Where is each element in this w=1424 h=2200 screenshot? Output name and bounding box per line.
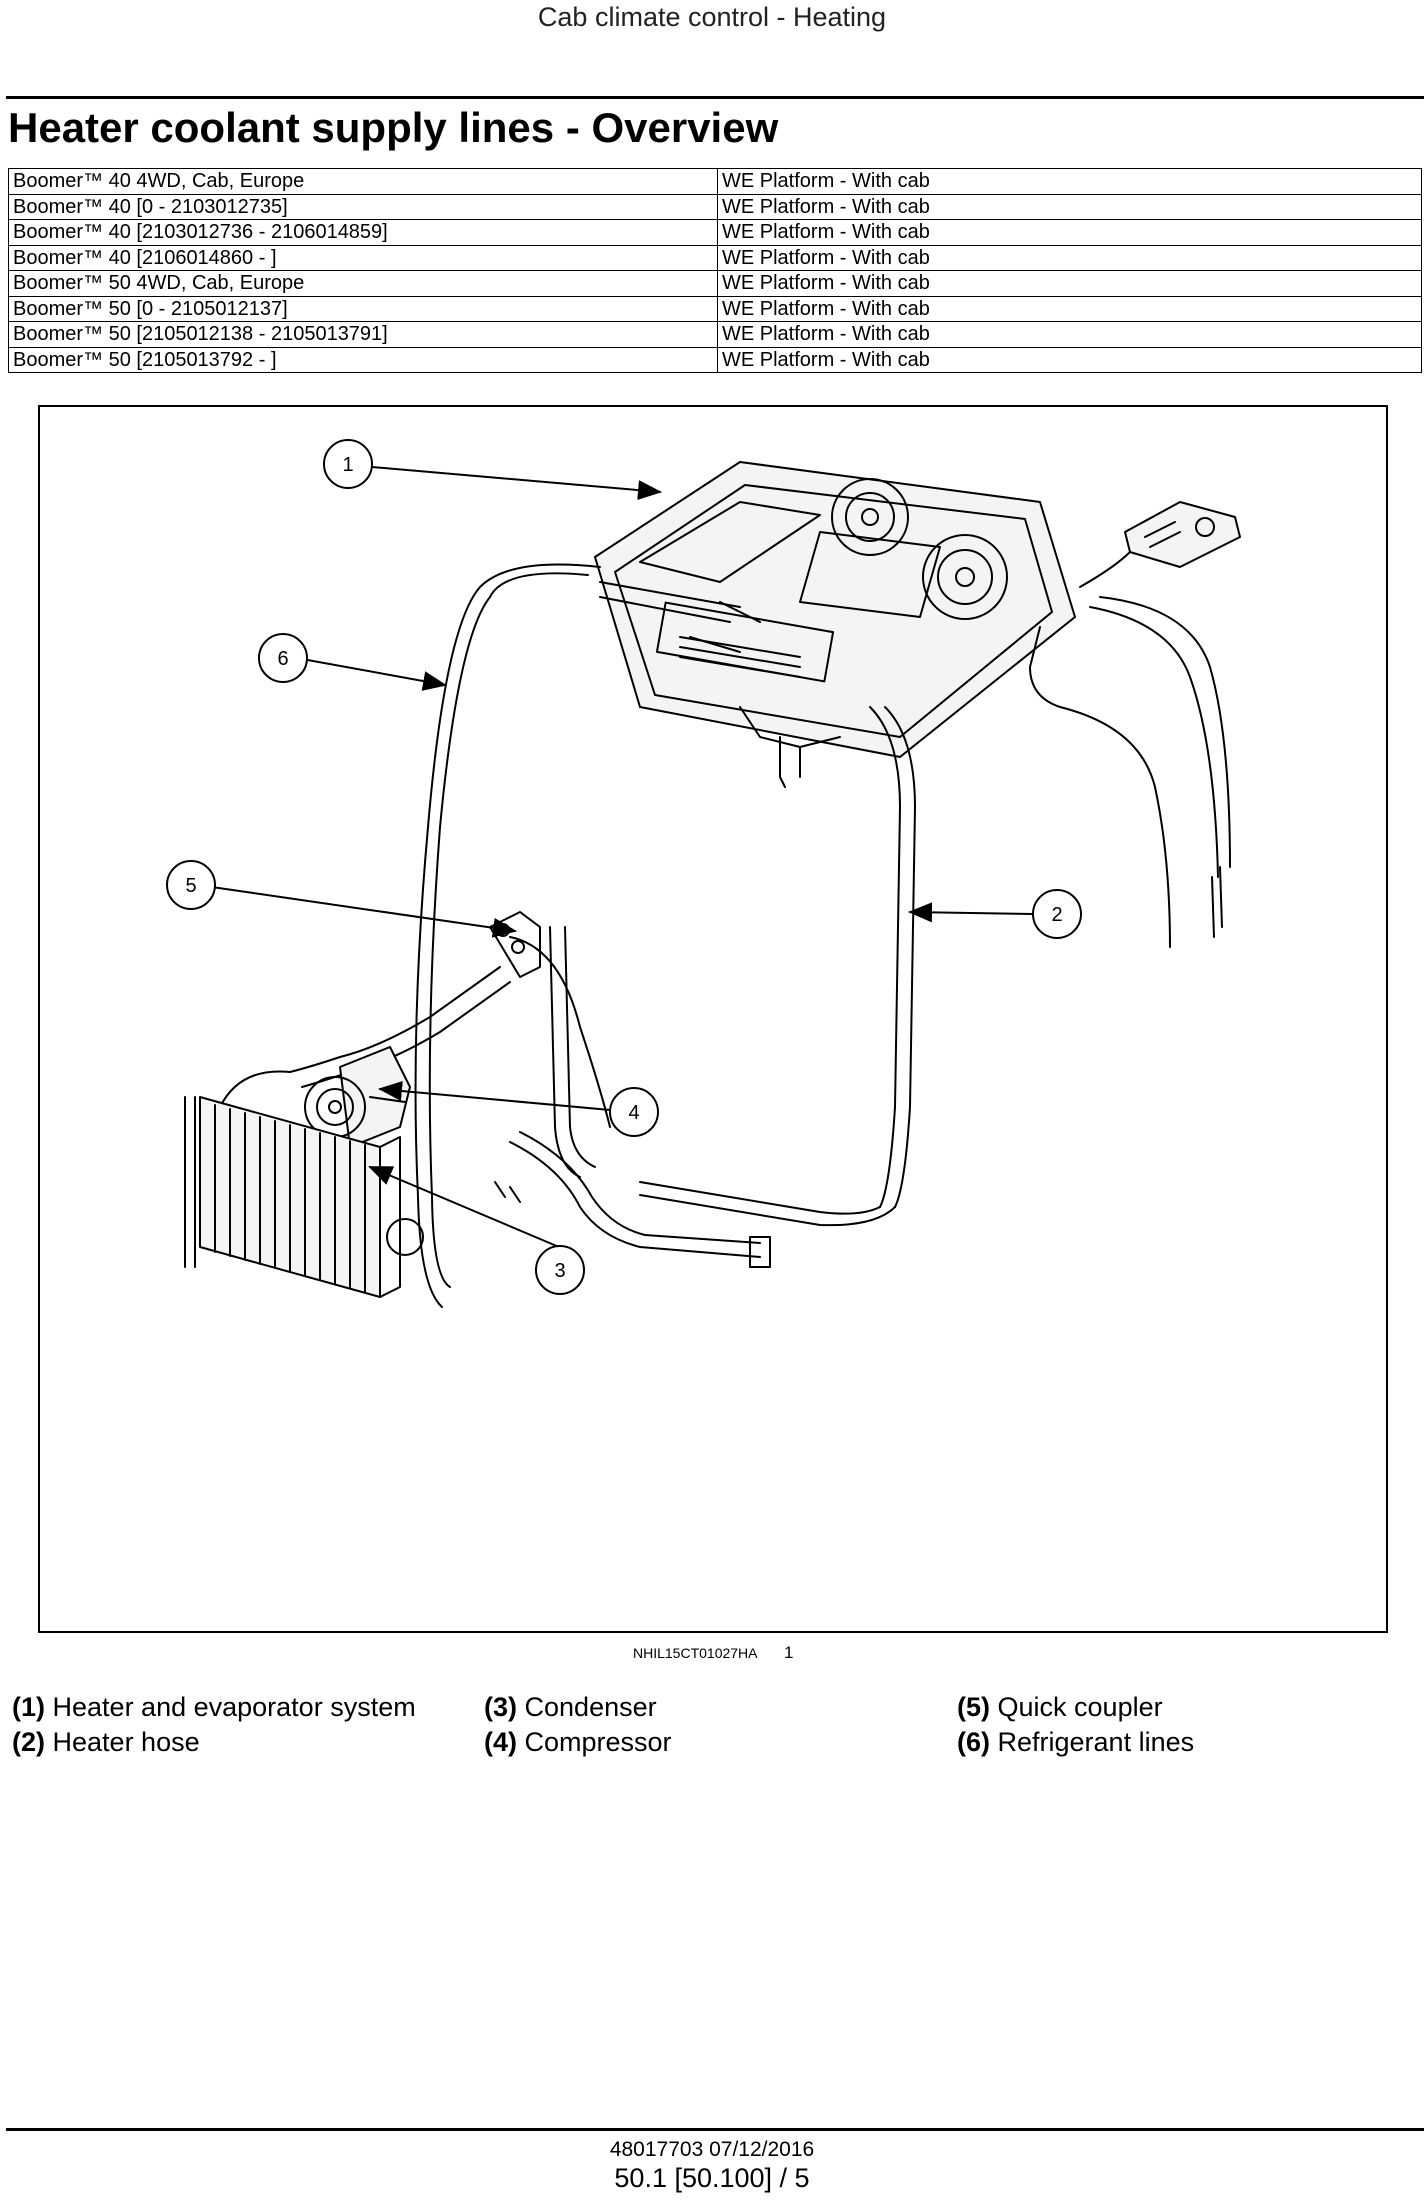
- svg-text:2: 2: [1051, 904, 1062, 926]
- model-cell: Boomer™ 50 [2105013792 - ]: [8, 346, 718, 373]
- model-cell: Boomer™ 40 [0 - 2103012735]: [8, 193, 718, 220]
- table-row: Boomer™ 40 [2106014860 - ] WE Platform -…: [8, 244, 1422, 271]
- page-number: 50.1 [50.100] / 5: [614, 2163, 810, 2193]
- legend-label: Compressor: [524, 1727, 672, 1757]
- table-row: Boomer™ 40 [2103012736 - 2106014859] WE …: [8, 219, 1422, 246]
- table-row: Boomer™ 40 4WD, Cab, Europe WE Platform …: [8, 168, 1422, 195]
- table-row: Boomer™ 50 [2105013792 - ] WE Platform -…: [8, 346, 1422, 373]
- figure-id: NHIL15CT01027HA: [633, 1645, 758, 1661]
- model-applicability-table: Boomer™ 40 4WD, Cab, Europe WE Platform …: [8, 168, 1422, 373]
- legend-number: (2): [12, 1727, 45, 1757]
- svg-text:4: 4: [628, 1102, 639, 1124]
- callout-5: 5: [166, 860, 216, 910]
- model-cell: Boomer™ 50 4WD, Cab, Europe: [8, 270, 718, 297]
- platform-cell: WE Platform - With cab: [717, 321, 1422, 348]
- legend-number: (4): [484, 1727, 517, 1757]
- lower-hose: [494, 1131, 771, 1268]
- connector-block: [1079, 501, 1241, 588]
- figure-number: 1: [784, 1643, 794, 1662]
- platform-cell: WE Platform - With cab: [717, 168, 1422, 195]
- legend-item: (2) Heater hose: [12, 1727, 200, 1758]
- refrigerant-lines: [414, 563, 601, 1308]
- legend-label: Heater and evaporator system: [52, 1692, 416, 1722]
- condenser: [184, 1096, 424, 1298]
- legend-item: (3) Condenser: [484, 1692, 657, 1723]
- legend-item: (4) Compressor: [484, 1727, 672, 1758]
- callout-1: 1: [323, 439, 373, 489]
- legend-label: Quick coupler: [997, 1692, 1163, 1722]
- legend-number: (1): [12, 1692, 45, 1722]
- legend-item: (5) Quick coupler: [957, 1692, 1163, 1723]
- bottom-divider: [6, 2128, 1424, 2131]
- model-cell: Boomer™ 50 [0 - 2105012137]: [8, 295, 718, 322]
- callout-4: 4: [609, 1087, 659, 1137]
- figure-caption: NHIL15CT01027HA 1: [0, 1643, 1424, 1667]
- callout-6: 6: [258, 633, 308, 683]
- model-cell: Boomer™ 40 [2106014860 - ]: [8, 244, 718, 271]
- model-cell: Boomer™ 50 [2105012138 - 2105013791]: [8, 321, 718, 348]
- table-row: Boomer™ 40 [0 - 2103012735] WE Platform …: [8, 193, 1422, 220]
- legend-label: Condenser: [524, 1692, 657, 1722]
- legend-number: (5): [957, 1692, 990, 1722]
- page-title: Heater coolant supply lines - Overview: [8, 104, 779, 151]
- platform-cell: WE Platform - With cab: [717, 295, 1422, 322]
- heater-hose: [639, 596, 1231, 1227]
- svg-text:5: 5: [185, 875, 196, 897]
- platform-cell: WE Platform - With cab: [717, 193, 1422, 220]
- svg-text:3: 3: [554, 1260, 565, 1282]
- running-header: Cab climate control - Heating: [537, 2, 887, 32]
- model-cell: Boomer™ 40 4WD, Cab, Europe: [8, 168, 718, 195]
- legend-number: (6): [957, 1727, 990, 1757]
- table-row: Boomer™ 50 [0 - 2105012137] WE Platform …: [8, 295, 1422, 322]
- callout-bubbles: 1 2 3 4 5 6: [166, 439, 1082, 1295]
- platform-cell: WE Platform - With cab: [717, 244, 1422, 271]
- technical-illustration: 1 2 3 4 5 6: [38, 405, 1388, 1633]
- legend-label: Refrigerant lines: [997, 1727, 1195, 1757]
- compressor: [304, 1046, 411, 1148]
- document-reference: 48017703 07/12/2016: [609, 2138, 815, 2161]
- platform-cell: WE Platform - With cab: [717, 346, 1422, 373]
- callout-3: 3: [535, 1245, 585, 1295]
- hvac-line-drawing: 1 2 3 4 5 6: [166, 439, 1241, 1308]
- model-cell: Boomer™ 40 [2103012736 - 2106014859]: [8, 219, 718, 246]
- legend-number: (3): [484, 1692, 517, 1722]
- platform-cell: WE Platform - With cab: [717, 219, 1422, 246]
- svg-text:1: 1: [342, 454, 353, 476]
- table-row: Boomer™ 50 [2105012138 - 2105013791] WE …: [8, 321, 1422, 348]
- legend-label: Heater hose: [52, 1727, 200, 1757]
- platform-cell: WE Platform - With cab: [717, 270, 1422, 297]
- legend-item: (6) Refrigerant lines: [957, 1727, 1194, 1758]
- svg-text:6: 6: [277, 648, 288, 670]
- top-divider: [6, 96, 1424, 99]
- legend-item: (1) Heater and evaporator system: [12, 1692, 416, 1723]
- heater-evaporator-unit: [594, 461, 1076, 788]
- callout-leaders: [197, 466, 1034, 1248]
- callout-2: 2: [1032, 889, 1082, 939]
- table-row: Boomer™ 50 4WD, Cab, Europe WE Platform …: [8, 270, 1422, 297]
